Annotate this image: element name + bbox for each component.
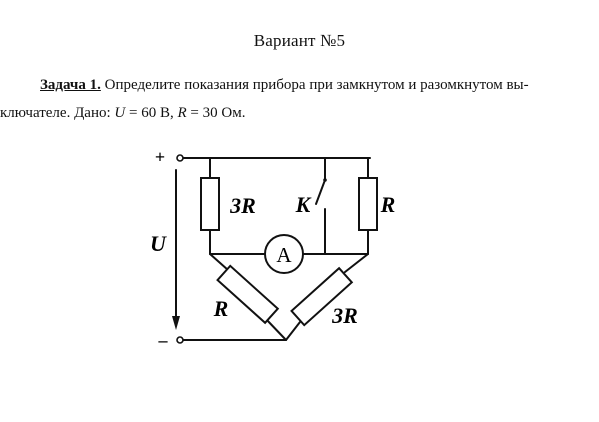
task-text-2b: = 60 В, — [125, 105, 178, 121]
switch-contact-top — [323, 178, 327, 182]
switch-blade — [315, 179, 326, 205]
minus-terminal — [176, 336, 184, 344]
switch-label: K — [295, 192, 312, 217]
resistor-r-right — [358, 177, 378, 231]
resistor-3r-left — [200, 177, 220, 231]
resistor-r-diag — [216, 264, 280, 325]
wire-diag-right-bottom — [285, 321, 301, 341]
plus-terminal — [176, 154, 184, 162]
label-3r-diag: 3R — [331, 303, 358, 328]
variant-title: Вариант №5 — [253, 31, 346, 50]
label-r-diag: R — [213, 296, 229, 321]
resistor-3r-diag — [290, 266, 354, 327]
label-r-right: R — [380, 192, 396, 217]
task-title: Задача 1. — [40, 77, 101, 93]
label-3r-left: 3R — [229, 193, 256, 218]
wire-diag-right-top — [344, 253, 369, 273]
wire-diag-left-bottom — [264, 317, 287, 341]
ammeter-label: A — [276, 243, 292, 267]
symbol-u: U — [114, 105, 126, 121]
minus-label: – — [158, 330, 169, 350]
task-statement: Задача 1. Определите показания прибора п… — [0, 71, 599, 127]
task-text-2a: ключателе. Дано: — [0, 105, 115, 121]
voltage-arrow-head — [172, 316, 180, 330]
task-line-2: ключателе. Дано: U = 60 В, R = 30 Ом. — [0, 99, 599, 127]
symbol-r: R — [177, 105, 187, 121]
voltage-label: U — [150, 231, 167, 256]
task-text-2c: = 30 Ом. — [186, 105, 246, 121]
task-text-1: Определите показания прибора при замкнут… — [100, 77, 529, 93]
ammeter — [264, 234, 304, 274]
plus-label: + — [155, 147, 165, 167]
task-line-1: Задача 1. Определите показания прибора п… — [0, 71, 599, 99]
wire-diag-left-top — [209, 253, 229, 271]
